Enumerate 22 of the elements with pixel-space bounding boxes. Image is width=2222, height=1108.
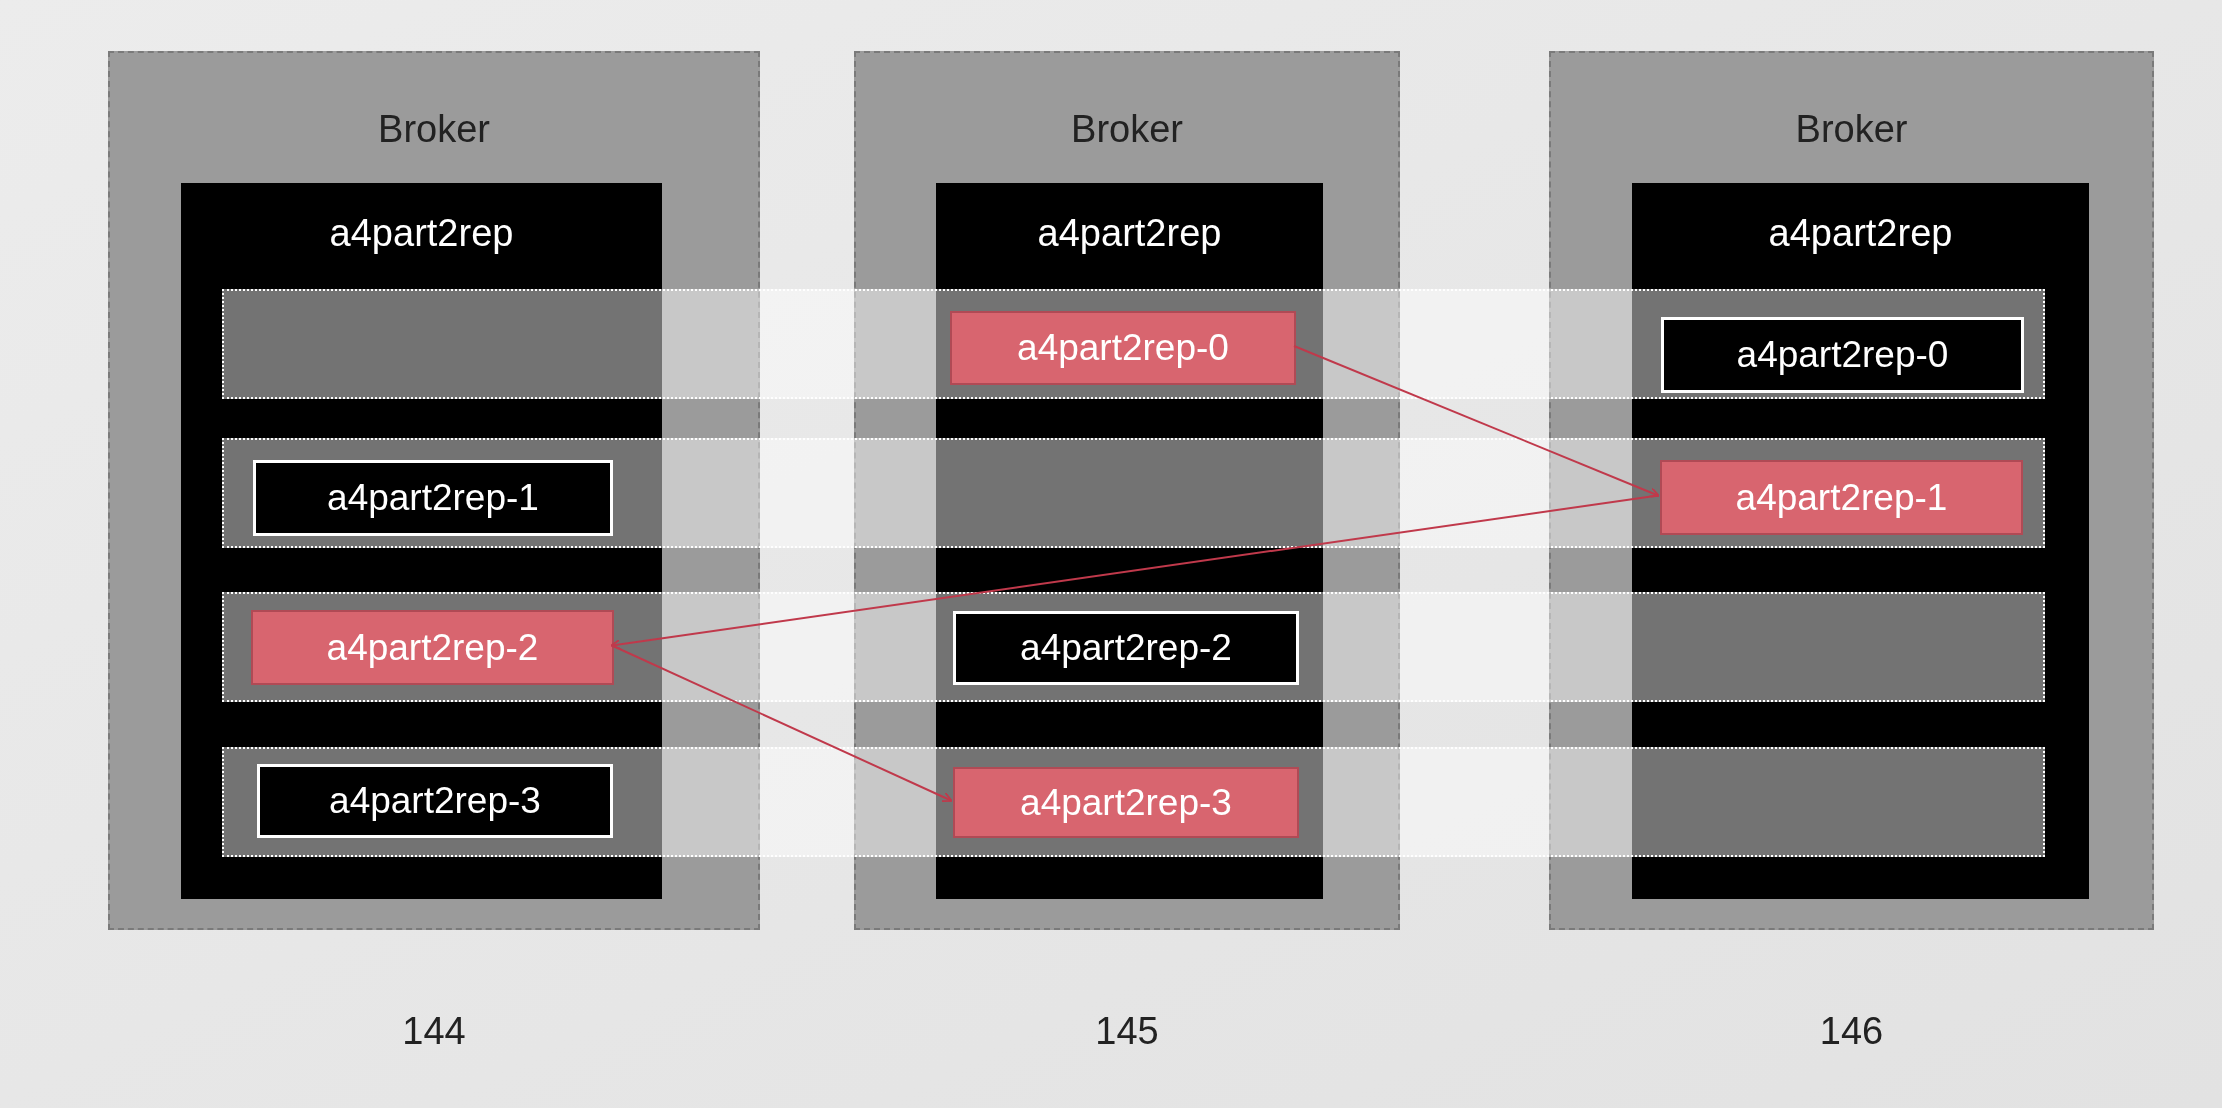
topic-box: [181, 183, 662, 899]
replica-partition-box: a4part2rep-3: [257, 764, 613, 838]
broker-label: Broker: [377, 107, 491, 152]
replica-partition-box: a4part2rep-1: [253, 460, 613, 536]
topic-box: [1632, 183, 2089, 899]
broker-label: Broker: [1794, 107, 1909, 152]
replica-partition-box: a4part2rep-2: [953, 611, 1299, 685]
leader-partition-box: a4part2rep-0: [950, 311, 1296, 385]
broker-id: 146: [1818, 1009, 1885, 1054]
broker-label: Broker: [1070, 107, 1184, 152]
broker-id: 145: [1094, 1009, 1160, 1054]
arrow: [611, 644, 953, 803]
topic-label: a4part2rep: [328, 211, 515, 256]
broker-id: 144: [401, 1009, 467, 1054]
leader-partition-box: a4part2rep-2: [251, 610, 614, 685]
topic-label: a4part2rep: [1036, 211, 1223, 256]
leader-partition-box: a4part2rep-1: [1660, 460, 2023, 535]
topic-label: a4part2rep: [1767, 211, 1954, 256]
leader-partition-box: a4part2rep-3: [953, 767, 1299, 838]
topic-box: [936, 183, 1323, 899]
arrow: [610, 494, 1659, 650]
replica-partition-box: a4part2rep-0: [1661, 317, 2024, 393]
